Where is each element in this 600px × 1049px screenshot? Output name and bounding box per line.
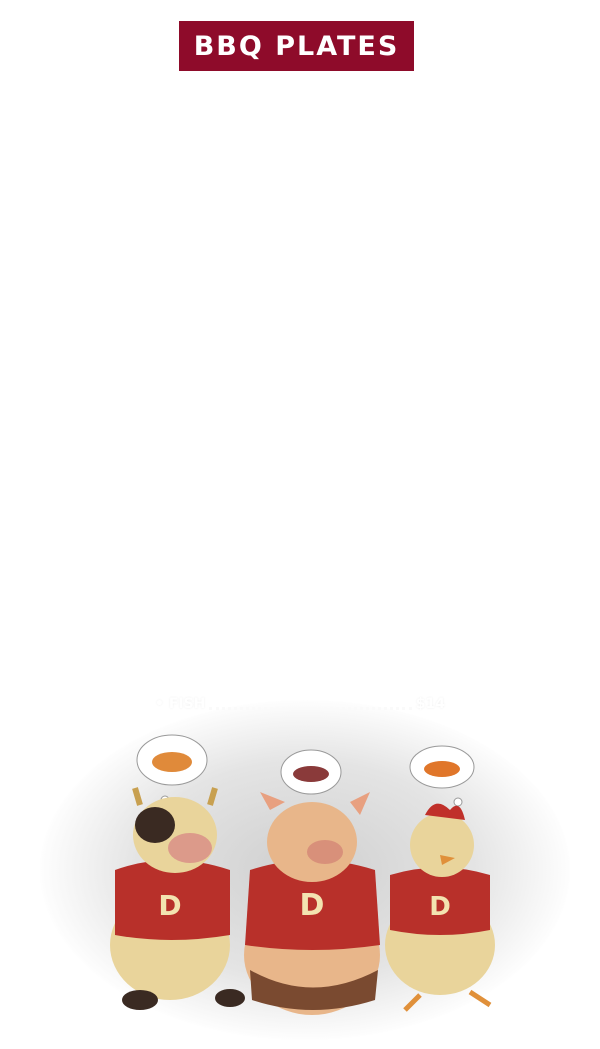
svg-text:D: D <box>429 892 451 922</box>
cow-character: D <box>110 787 245 1010</box>
page-title: BBQ PLATES <box>193 30 400 62</box>
dot-leader <box>209 699 412 710</box>
svg-text:D: D <box>158 889 181 922</box>
title-badge: BBQ PLATES <box>179 21 414 71</box>
chicken-character: D <box>385 803 495 1012</box>
pig-character: D <box>244 792 380 1015</box>
thought-bubble-turkey-dish-icon <box>409 745 475 807</box>
menu-item-price: $14 <box>415 696 445 712</box>
menu-item: • FISH $14 <box>155 694 445 714</box>
bullet-icon: • <box>155 696 169 712</box>
thought-bubble-chicken-dish-icon <box>136 734 208 805</box>
menu-item-name: FISH <box>168 696 206 712</box>
svg-text:D: D <box>300 888 325 923</box>
bbq-animals-illustration: D D D <box>110 734 495 1015</box>
